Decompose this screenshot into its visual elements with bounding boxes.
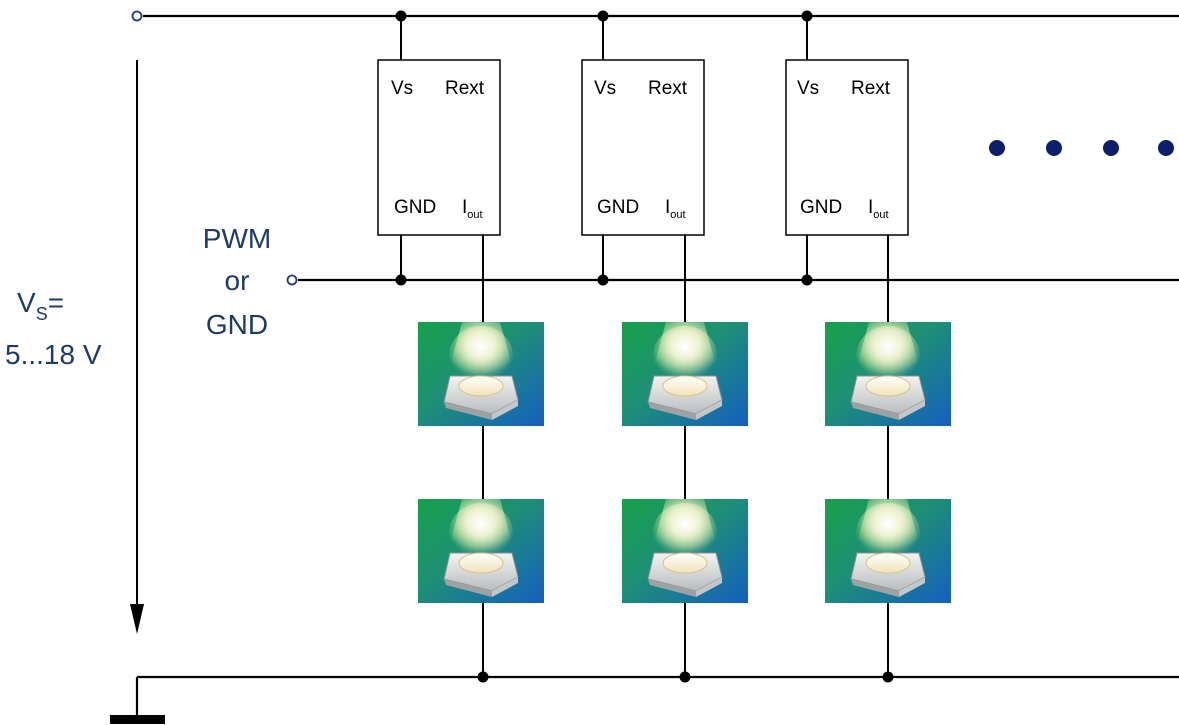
pwm-label-line1: PWM xyxy=(203,223,271,254)
supply-terminal-icon xyxy=(131,10,143,22)
pin-rext-label: Rext xyxy=(851,78,891,99)
smd-led-icon xyxy=(621,498,749,604)
pin-iout-subscript: out xyxy=(467,209,482,221)
ground-icon xyxy=(110,715,165,724)
supply-subscript: S xyxy=(36,304,48,324)
supply-range: 5...18 V xyxy=(5,339,102,370)
pwm-rail xyxy=(286,274,1179,286)
junction-dot-icon xyxy=(801,274,813,286)
pwm-label-line2: or xyxy=(225,265,250,296)
top-supply-rail xyxy=(131,10,1179,22)
driver-column-1: Vs Rext GND Iout xyxy=(377,10,545,683)
junction-dot-icon xyxy=(597,274,609,286)
junction-dot-icon xyxy=(882,671,894,683)
junction-dot-icon xyxy=(395,274,407,286)
supply-voltage-label: VS= 5...18 V xyxy=(5,287,102,370)
ground-rail xyxy=(110,675,1179,724)
junction-dot-icon xyxy=(801,10,813,22)
smd-led-icon xyxy=(621,321,749,427)
smd-led-icon xyxy=(417,498,545,604)
svg-text:Iout: Iout xyxy=(868,197,889,221)
pwm-label: PWM or GND xyxy=(203,223,271,340)
pin-iout-subscript: out xyxy=(670,209,685,221)
svg-text:Iout: Iout xyxy=(665,197,686,221)
driver-column-2: Vs Rext GND Iout xyxy=(581,10,749,683)
svg-text:Iout: Iout xyxy=(462,197,483,221)
pin-iout-label: I xyxy=(665,197,670,218)
pin-vs-label: Vs xyxy=(797,78,819,99)
supply-equals: = xyxy=(48,287,64,318)
pin-gnd-label: GND xyxy=(597,197,639,218)
pin-gnd-label: GND xyxy=(394,197,436,218)
ellipsis-dots-icon xyxy=(989,140,1174,156)
driver-ic-box xyxy=(581,59,705,236)
smd-led-icon xyxy=(824,321,952,427)
pwm-terminal-icon xyxy=(286,274,298,286)
driver-ic-box xyxy=(377,59,501,236)
pwm-label-line3: GND xyxy=(206,309,268,340)
pin-iout-label: I xyxy=(868,197,873,218)
junction-dot-icon xyxy=(679,671,691,683)
voltage-arrow-icon xyxy=(130,60,144,634)
smd-led-icon xyxy=(417,321,545,427)
driver-column-3: Vs Rext GND Iout xyxy=(785,10,952,683)
pin-rext-label: Rext xyxy=(648,78,688,99)
pin-vs-label: Vs xyxy=(594,78,616,99)
pin-iout-label: I xyxy=(462,197,467,218)
junction-dot-icon xyxy=(477,671,489,683)
junction-dot-icon xyxy=(597,10,609,22)
pin-rext-label: Rext xyxy=(445,78,485,99)
driver-ic-box xyxy=(785,59,909,236)
supply-symbol: V xyxy=(17,287,36,318)
pin-gnd-label: GND xyxy=(800,197,842,218)
smd-led-icon xyxy=(824,498,952,604)
svg-text:VS=: VS= xyxy=(17,287,64,324)
pin-iout-subscript: out xyxy=(873,209,888,221)
pin-vs-label: Vs xyxy=(391,78,413,99)
junction-dot-icon xyxy=(395,10,407,22)
